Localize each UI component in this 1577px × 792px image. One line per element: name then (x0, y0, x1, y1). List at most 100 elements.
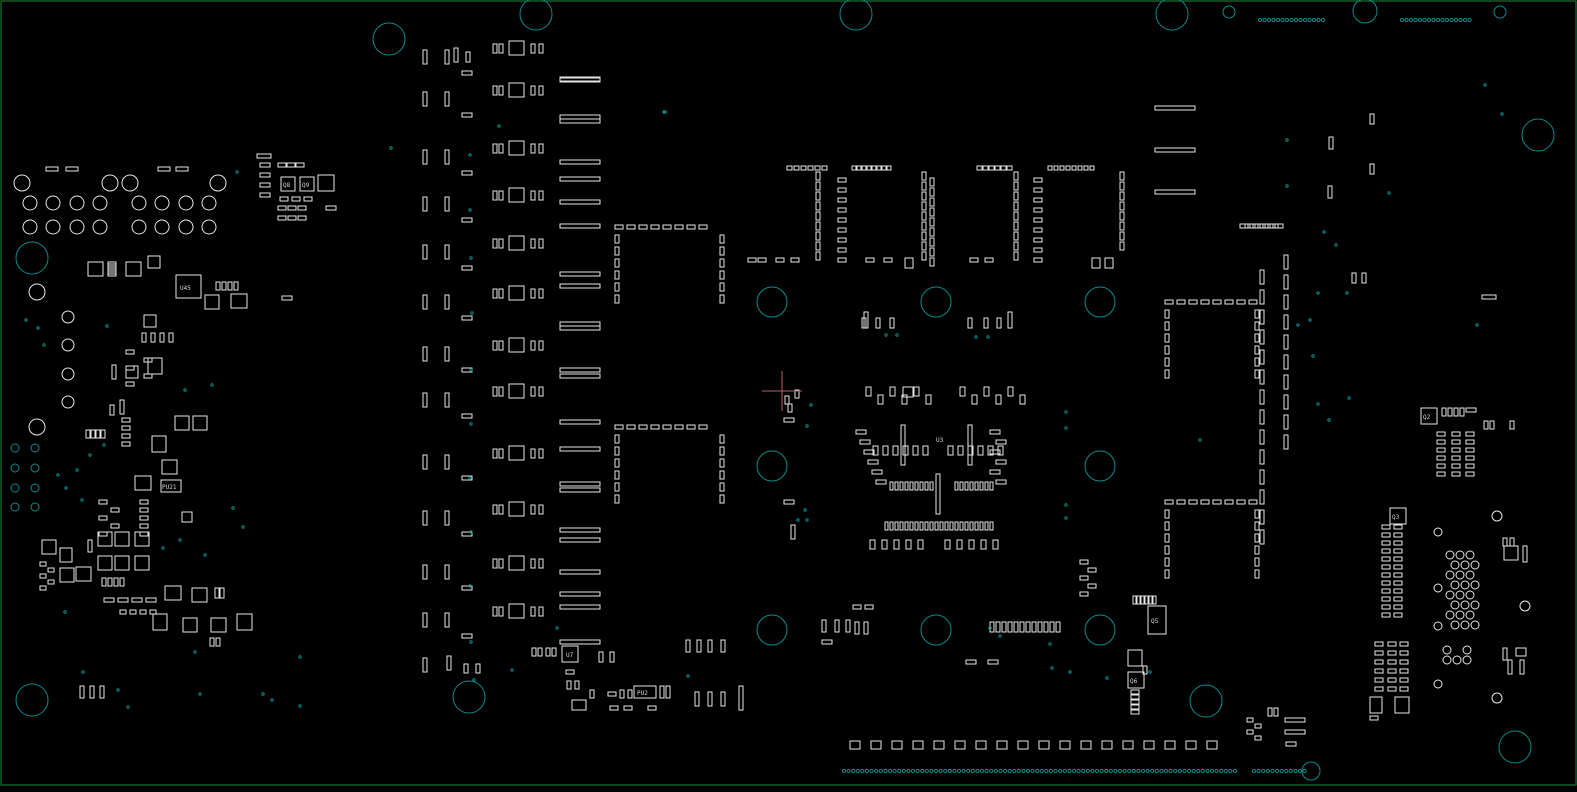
pad (899, 521, 904, 531)
pad (492, 606, 498, 617)
pad (159, 332, 165, 343)
via (952, 768, 957, 774)
pad (114, 555, 130, 571)
pad (786, 165, 793, 171)
pad (1436, 439, 1446, 445)
pad (921, 201, 927, 211)
pad (39, 585, 47, 591)
via (64, 486, 68, 490)
pad (559, 604, 601, 610)
connector-pin (1470, 560, 1480, 570)
via (1270, 768, 1275, 774)
pad (1465, 455, 1475, 461)
pad (422, 564, 428, 580)
pad (233, 281, 239, 291)
pad (1481, 294, 1497, 300)
via (1085, 768, 1090, 774)
pad (498, 606, 504, 617)
pad (530, 340, 536, 351)
pad (815, 251, 821, 261)
pad (1079, 559, 1089, 565)
pad (968, 539, 975, 550)
pad (881, 165, 887, 171)
pad (125, 261, 142, 277)
pad (650, 224, 660, 230)
pad (614, 224, 624, 230)
pad (1283, 354, 1289, 370)
pad (1283, 334, 1289, 350)
via (1050, 666, 1054, 670)
pad (1119, 201, 1125, 211)
pad (465, 51, 471, 63)
pad (152, 613, 168, 631)
via (231, 506, 235, 510)
pad (626, 424, 636, 430)
via (1131, 768, 1136, 774)
pad (1033, 187, 1043, 193)
via (469, 640, 473, 644)
pad (215, 637, 221, 647)
pad (444, 392, 450, 408)
pad (41, 539, 57, 555)
connector-pin (1445, 610, 1455, 620)
pad (538, 238, 544, 249)
connector-pin (1465, 590, 1475, 600)
pad (1269, 223, 1279, 229)
edge-via-rows (24, 17, 1504, 774)
pad (508, 235, 525, 251)
pad (1006, 165, 1013, 171)
pad (149, 609, 157, 615)
pad (922, 445, 929, 456)
pad (1381, 580, 1391, 586)
pad (959, 481, 964, 491)
pad (1130, 699, 1140, 705)
pad (113, 577, 119, 587)
pad (1259, 489, 1265, 505)
pad (921, 211, 927, 221)
pad (1249, 223, 1259, 229)
pad (47, 567, 55, 573)
pad (1033, 197, 1043, 203)
connector-pin (1491, 510, 1503, 522)
pad (889, 481, 894, 491)
via (846, 768, 851, 774)
pad (1164, 499, 1174, 505)
pad (995, 479, 1007, 485)
pad (538, 85, 544, 96)
pad (461, 531, 473, 537)
pad (719, 434, 725, 444)
pad (1254, 223, 1264, 229)
pad (492, 558, 498, 569)
via (210, 383, 214, 387)
via (1293, 768, 1298, 774)
pad (1259, 409, 1265, 425)
pad (492, 190, 498, 201)
pad (807, 165, 814, 171)
pad (614, 294, 620, 304)
pad (45, 166, 59, 172)
pad (1381, 524, 1391, 530)
via (75, 468, 79, 472)
via (884, 333, 888, 337)
via (1285, 138, 1289, 142)
pad (1087, 567, 1097, 573)
pad (1164, 509, 1170, 519)
pad (967, 445, 974, 456)
pad (1374, 641, 1384, 647)
via (1214, 768, 1219, 774)
pad (157, 166, 171, 172)
via (1327, 418, 1331, 422)
pad (589, 689, 595, 699)
via (1280, 17, 1285, 23)
connector-pin (1455, 550, 1465, 560)
pad (614, 270, 620, 280)
pad (1393, 588, 1403, 594)
via (1064, 516, 1068, 520)
pad (530, 504, 536, 515)
pad (790, 257, 800, 263)
via (1039, 768, 1044, 774)
via (1435, 17, 1441, 23)
pad (422, 244, 428, 260)
connector-pin (1442, 645, 1452, 655)
